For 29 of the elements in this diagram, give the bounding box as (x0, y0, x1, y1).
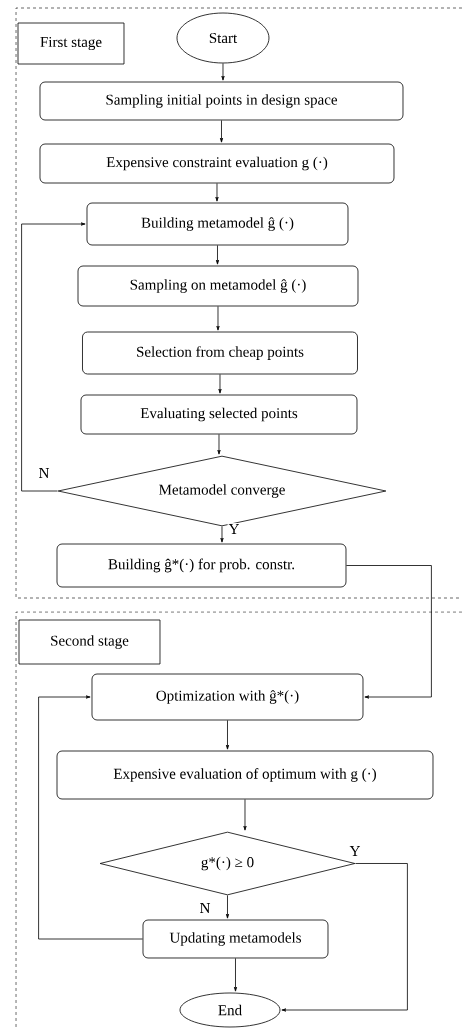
arrow (38, 695, 143, 940)
process-box: Building ĝ*(·) for prob. constr. (56, 543, 347, 588)
arrow (233, 958, 238, 992)
arrow (221, 63, 225, 81)
process-box: Expensive constraint evaluation g (·) (39, 143, 395, 184)
arrow (217, 434, 221, 455)
arrow (346, 565, 432, 699)
arrow (281, 863, 408, 1012)
process-box: Expensive evaluation of optimum with g (·) (56, 750, 434, 800)
process-box: Evaluating selected points (80, 394, 358, 435)
process-box: Updating metamodels (142, 919, 329, 959)
process-box: Building metamodel ĝ (·) (86, 202, 349, 246)
arrow (215, 183, 219, 202)
process-box: Sampling initial points in design space (39, 81, 404, 121)
process-box: Selection from cheap points (82, 331, 358, 375)
process-box: Sampling on metamodel ĝ (·) (77, 265, 359, 307)
arrow (21, 222, 86, 492)
edge-label: N (37, 467, 51, 479)
arrow (216, 306, 220, 331)
edge-label: Y (227, 523, 241, 535)
arrow (225, 720, 230, 750)
edge-label: N (198, 902, 212, 914)
arrow (215, 245, 220, 265)
arrow (218, 374, 222, 394)
arrow (243, 799, 247, 831)
process-box: Optimization with ĝ*(·) (91, 673, 364, 721)
arrow (219, 120, 224, 143)
arrow (220, 526, 224, 543)
arrow (225, 895, 230, 919)
